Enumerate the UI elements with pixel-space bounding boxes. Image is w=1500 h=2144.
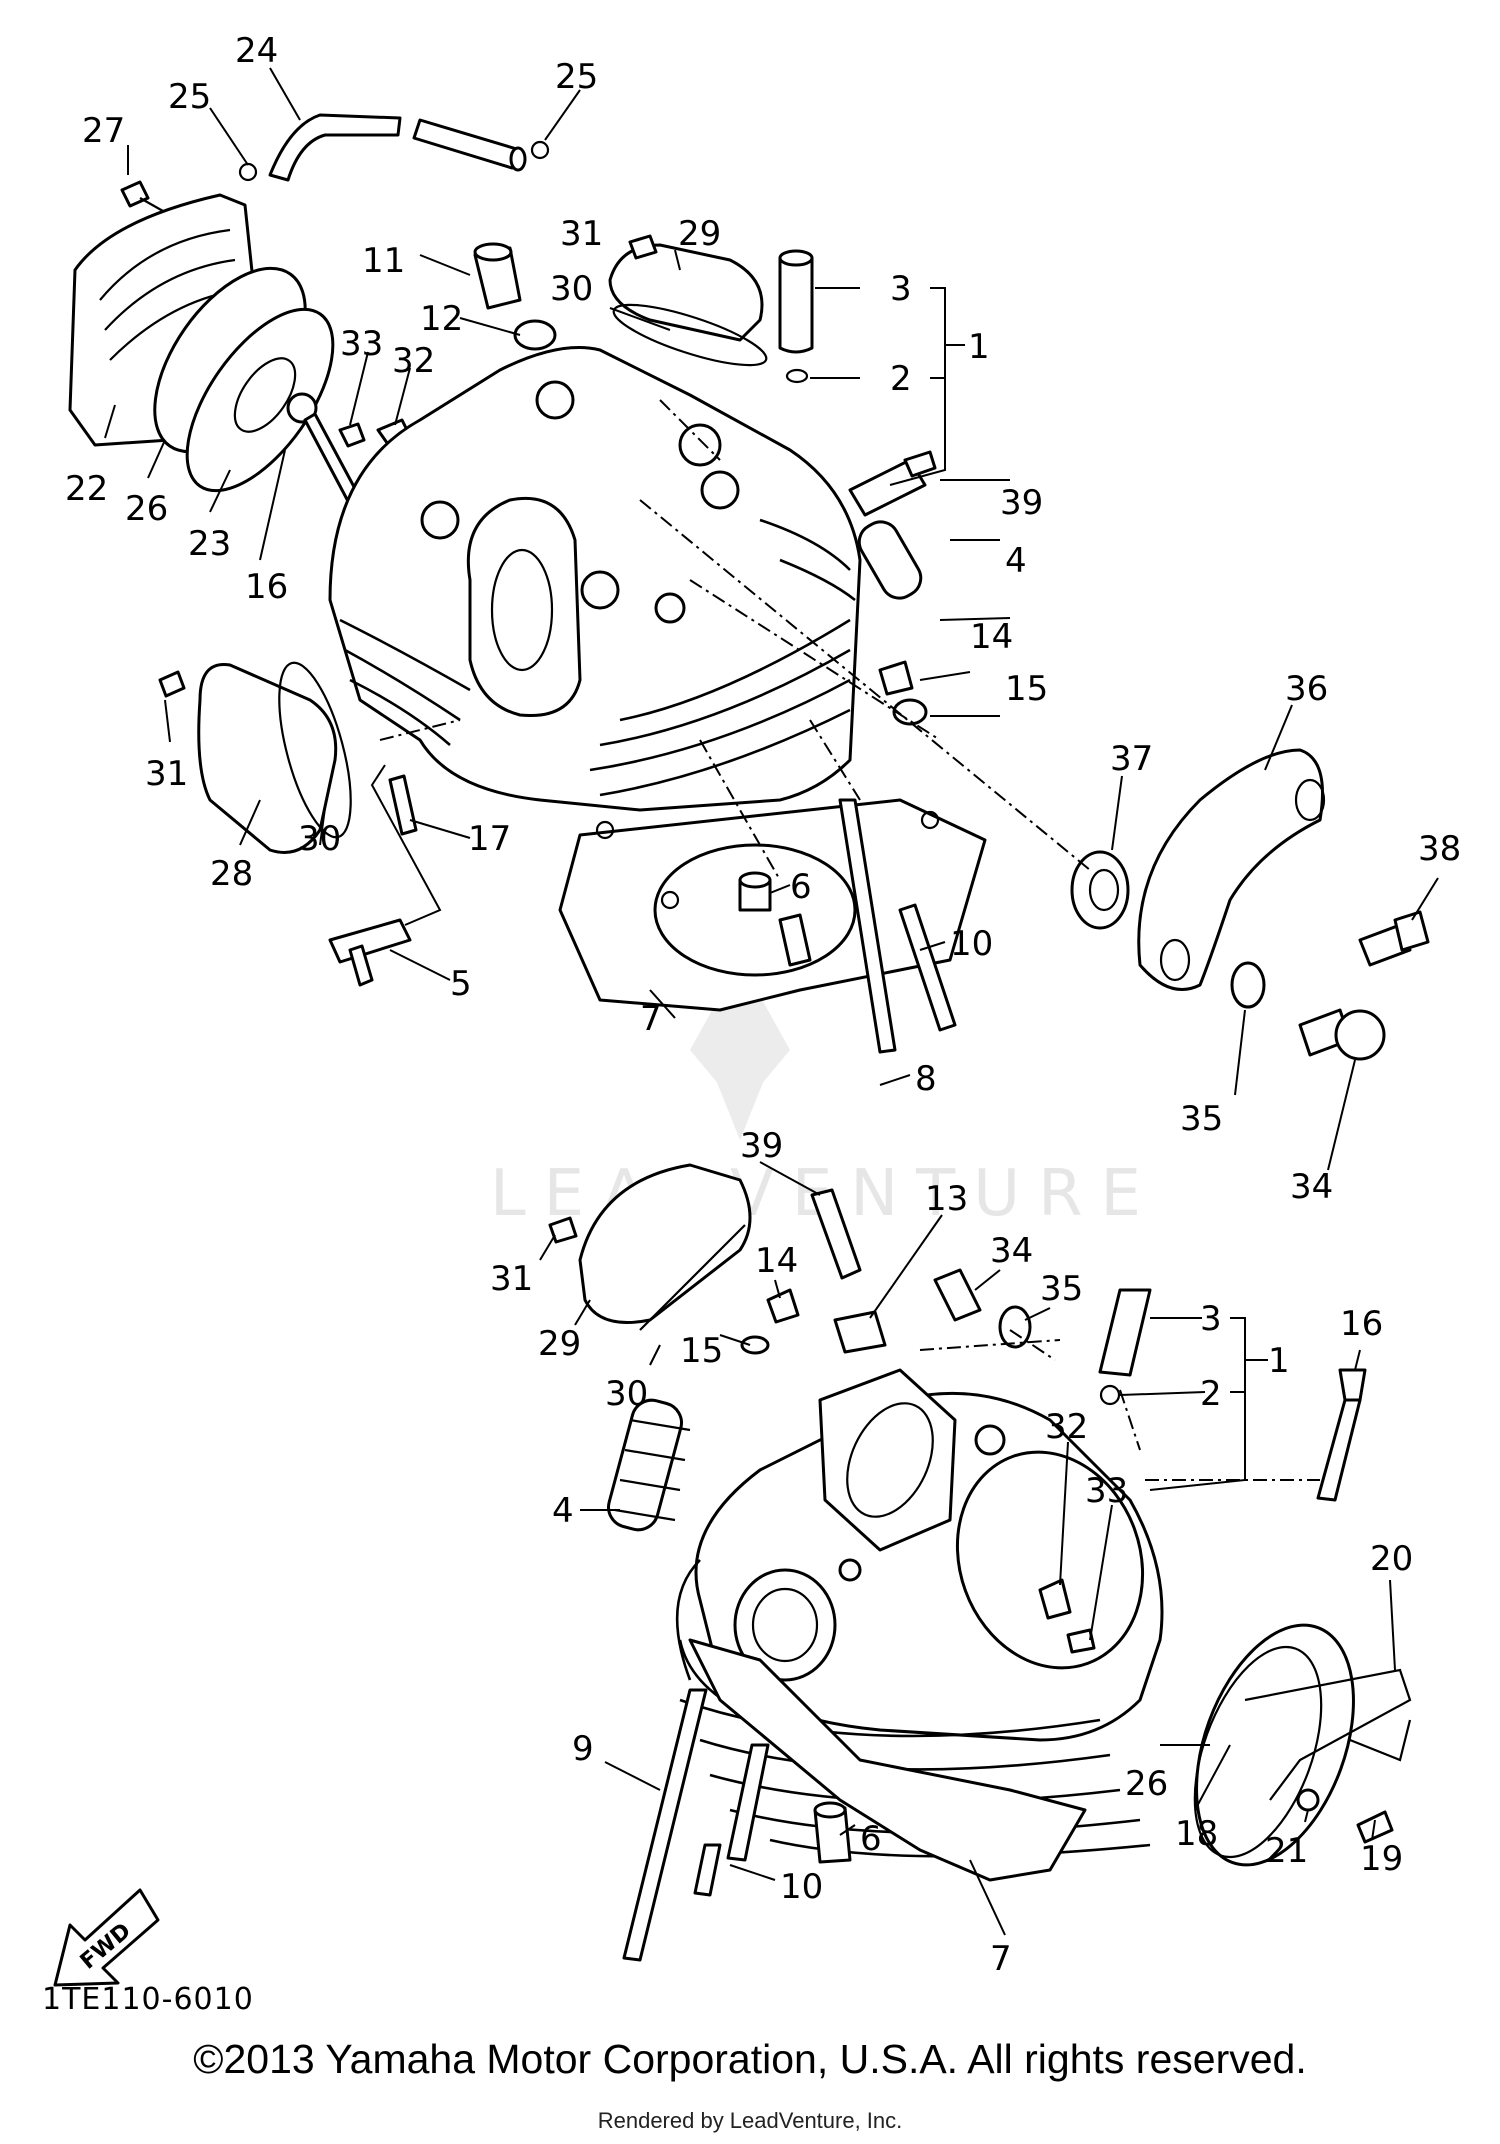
callout-35-top: 35 xyxy=(1180,1099,1223,1139)
callout-14-bottom: 14 xyxy=(755,1241,798,1281)
callout-20: 20 xyxy=(1370,1539,1413,1579)
callout-26-top: 26 xyxy=(125,489,168,529)
callout-25-left: 25 xyxy=(168,77,211,117)
fwd-arrow-icon: FWD xyxy=(53,1888,160,1987)
callout-21: 21 xyxy=(1265,1831,1308,1871)
callout-5: 5 xyxy=(450,964,472,1004)
copyright-notice: ©2013 Yamaha Motor Corporation, U.S.A. A… xyxy=(193,2036,1307,2082)
callout-15-bottom: 15 xyxy=(680,1331,723,1371)
callout-30-left: 30 xyxy=(298,819,341,859)
callout-1-top: 1 xyxy=(968,327,990,367)
callout-24: 24 xyxy=(235,31,278,71)
callout-27: 27 xyxy=(82,111,125,151)
callout-10-top: 10 xyxy=(950,924,993,964)
callout-3-top: 3 xyxy=(890,269,912,309)
callout-numbers: 24 25 25 27 31 29 3 11 30 12 2 1 22 26 2… xyxy=(65,31,1461,1979)
callout-39-bottom: 39 xyxy=(740,1126,783,1166)
callout-37: 37 xyxy=(1110,739,1153,779)
callout-30-top: 30 xyxy=(550,269,593,309)
callout-36: 36 xyxy=(1285,669,1328,709)
callout-29-top: 29 xyxy=(678,214,721,254)
callout-15-top: 15 xyxy=(1005,669,1048,709)
callout-7-bottom: 7 xyxy=(990,1939,1012,1979)
callout-17: 17 xyxy=(468,819,511,859)
callout-28: 28 xyxy=(210,854,253,894)
callout-26-bottom: 26 xyxy=(1125,1764,1168,1804)
callout-29-bottom: 29 xyxy=(538,1324,581,1364)
callout-1-bottom: 1 xyxy=(1268,1341,1290,1381)
leader-lines xyxy=(104,67,1439,1936)
callout-14-top: 14 xyxy=(970,617,1013,657)
callout-13: 13 xyxy=(925,1179,968,1219)
callout-31-bottom: 31 xyxy=(490,1259,533,1299)
callout-31-left: 31 xyxy=(145,754,188,794)
callout-34-top: 34 xyxy=(1290,1167,1333,1207)
callout-4-bottom: 4 xyxy=(552,1491,574,1531)
callout-23: 23 xyxy=(188,524,231,564)
callout-16-top: 16 xyxy=(245,567,288,607)
callout-35-bottom: 35 xyxy=(1040,1269,1083,1309)
callout-3-bottom: 3 xyxy=(1200,1299,1222,1339)
callout-34-bottom: 34 xyxy=(990,1231,1033,1271)
callout-16-bottom: 16 xyxy=(1340,1304,1383,1344)
callout-9: 9 xyxy=(572,1729,594,1769)
callout-2-top: 2 xyxy=(890,359,912,399)
callout-38: 38 xyxy=(1418,829,1461,869)
callout-31-top: 31 xyxy=(560,214,603,254)
rendered-by-notice: Rendered by LeadVenture, Inc. xyxy=(597,2108,903,2133)
callout-25-right: 25 xyxy=(555,57,598,97)
rear-cylinder-head-assembly xyxy=(68,113,1430,1061)
callout-19: 19 xyxy=(1360,1839,1403,1879)
callout-7-top: 7 xyxy=(640,999,662,1039)
callout-6-bottom: 6 xyxy=(860,1819,882,1859)
drawing-code: 1TE110-6010 xyxy=(42,1982,254,2017)
callout-2-bottom: 2 xyxy=(1200,1374,1222,1414)
callout-32-bottom: 32 xyxy=(1045,1407,1088,1447)
front-cylinder-head-assembly xyxy=(548,1163,1412,1962)
callout-12: 12 xyxy=(420,299,463,339)
callout-33-top: 33 xyxy=(340,324,383,364)
callout-6-top: 6 xyxy=(790,867,812,907)
callout-10-bottom: 10 xyxy=(780,1867,823,1907)
watermark-logo xyxy=(690,960,790,1140)
callout-18: 18 xyxy=(1175,1814,1218,1854)
callout-30-bottom: 30 xyxy=(605,1374,648,1414)
callout-8: 8 xyxy=(915,1059,937,1099)
callout-11: 11 xyxy=(362,241,405,281)
callout-32-top: 32 xyxy=(392,341,435,381)
callout-22: 22 xyxy=(65,469,108,509)
callout-39-top: 39 xyxy=(1000,483,1043,523)
callout-33-bottom: 33 xyxy=(1085,1471,1128,1511)
callout-4-top: 4 xyxy=(1005,541,1027,581)
